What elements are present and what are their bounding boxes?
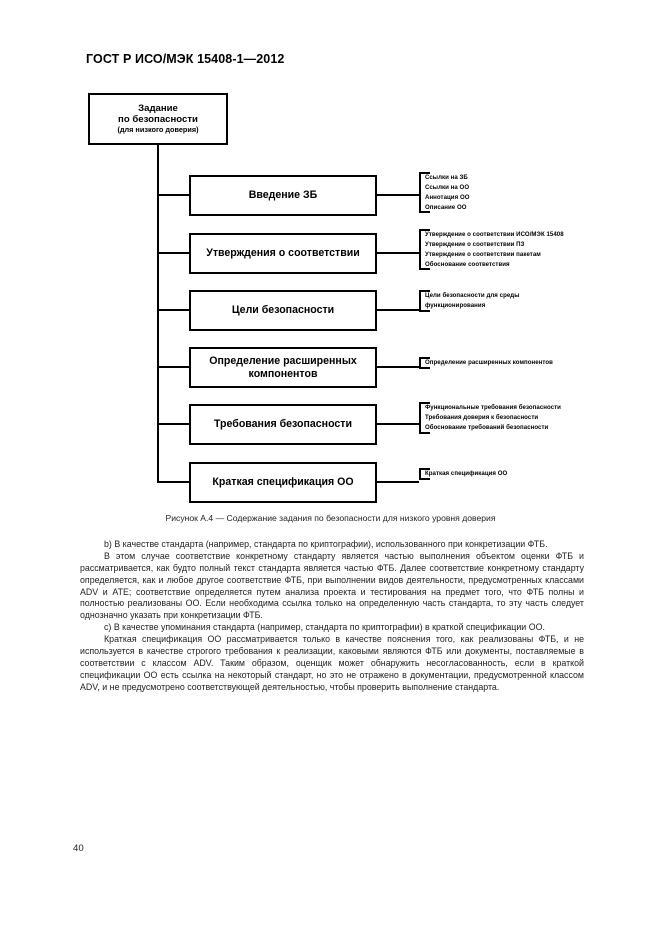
diagram-box-st-introduction: Введение ЗБ	[189, 175, 377, 216]
paragraph-item-b: b) В качестве стандарта (например, станд…	[104, 539, 548, 549]
diagram-connector-left-1	[157, 194, 189, 196]
diagram-trunk-line	[157, 145, 159, 483]
paragraph-item-c: c) В качестве упоминания стандарта (напр…	[104, 622, 545, 633]
diagram-box-conformance-claims: Утверждения о соответствии	[189, 233, 377, 274]
annotation-line: Ссылки на ОО	[425, 183, 470, 191]
diagram-connector-right-5	[377, 423, 419, 425]
diagram-connector-right-6	[377, 481, 419, 483]
diagram-box-security-objectives: Цели безопасности	[189, 290, 377, 331]
diagram-annotation-extended-components: Определение расширенных компонентов	[419, 357, 553, 369]
annotation-line: Требования доверия к безопасности	[425, 413, 539, 421]
diagram-connector-right-3	[377, 309, 419, 311]
annotation-tick-top	[421, 402, 430, 404]
diagram-box-security-target-line1: Задание	[138, 103, 178, 115]
diagram-connector-right-4	[377, 366, 419, 368]
annotation-line: Определение расширенных компонентов	[425, 359, 553, 366]
diagram-connector-left-4	[157, 366, 189, 368]
body-text-block: b) В качестве стандарта (например, станд…	[80, 539, 584, 694]
figure-caption: Рисунок А.4 — Содержание задания по безо…	[165, 513, 496, 523]
annotation-tick-top	[421, 172, 430, 174]
annotation-line: Утверждение о соответствии ПЗ	[425, 240, 525, 248]
annotation-line: функционирования	[425, 301, 486, 309]
annotation-tick-top	[421, 357, 430, 359]
annotation-tick-top	[421, 229, 430, 231]
diagram-annotation-conformance-claims: Утверждение о соответствии ИСО/МЭК 15408…	[419, 229, 564, 271]
page-number: 40	[73, 843, 84, 854]
annotation-line: Утверждение о соответствии пакетам	[425, 250, 541, 258]
page-header-standard-title: ГОСТ Р ИСО/МЭК 15408-1—2012	[86, 52, 285, 66]
annotation-line: Обоснование соответствия	[425, 260, 510, 268]
annotation-tick-bottom	[421, 309, 430, 312]
diagram-connector-left-3	[157, 309, 189, 311]
paragraph-body-c: Краткая спецификация ОО рассматривается …	[80, 634, 584, 692]
diagram-box-security-requirements: Требования безопасности	[189, 404, 377, 445]
diagram-box-security-target-line2: по безопасности	[118, 113, 198, 125]
annotation-line: Функциональные требования безопасности	[425, 404, 561, 411]
diagram-annotation-security-objectives: Цели безопасности для среды функциониров…	[419, 290, 519, 312]
annotation-line: Краткая спецификация ОО	[425, 470, 508, 477]
diagram-annotation-security-requirements: Функциональные требования безопасности Т…	[419, 402, 561, 434]
annotation-tick-bottom	[421, 268, 430, 271]
diagram-box-extended-components-definition-label: Определение расширенных компонентов	[209, 354, 357, 380]
figure-a4-diagram: Задание по безопасности (для низкого дов…	[0, 80, 661, 540]
annotation-tick-bottom	[421, 366, 430, 369]
annotation-tick-bottom	[421, 431, 430, 434]
annotation-tick-top	[421, 468, 430, 470]
diagram-box-extended-components-definition: Определение расширенных компонентов	[189, 347, 377, 388]
diagram-box-security-objectives-label: Цели безопасности	[231, 304, 335, 317]
annotation-line: Аннотация ОО	[425, 193, 470, 201]
diagram-connector-left-5	[157, 423, 189, 425]
annotation-tick-top	[421, 290, 430, 292]
annotation-tick-bottom	[421, 211, 430, 214]
annotation-tick-bottom	[421, 477, 430, 480]
diagram-connector-right-2	[377, 252, 419, 254]
paragraph-body-b: В этом случае соответствие конкретному с…	[80, 550, 584, 621]
diagram-annotation-st-introduction: Ссылки на ЗБ Ссылки на ОО Аннотация ОО О…	[419, 172, 470, 214]
diagram-box-security-requirements-label: Требования безопасности	[213, 418, 353, 431]
annotation-line: Ссылки на ЗБ	[425, 174, 468, 181]
diagram-box-conformance-claims-label: Утверждения о соответствии	[206, 247, 360, 260]
diagram-box-security-target: Задание по безопасности (для низкого дов…	[88, 93, 228, 145]
diagram-box-security-target-line3: (для низкого доверия)	[117, 124, 199, 134]
diagram-box-toe-summary-specification-label: Краткая спецификация ОО	[212, 476, 354, 489]
diagram-annotation-toe-summary-specification: Краткая спецификация ОО	[419, 468, 507, 480]
diagram-connector-left-2	[157, 252, 189, 254]
diagram-connector-left-6	[157, 481, 189, 483]
annotation-line: Обоснование требований безопасности	[425, 423, 549, 431]
annotation-line: Цели безопасности для среды	[425, 292, 520, 299]
diagram-box-st-introduction-label: Введение ЗБ	[248, 189, 318, 202]
diagram-connector-right-1	[377, 194, 419, 196]
diagram-box-toe-summary-specification: Краткая спецификация ОО	[189, 462, 377, 503]
annotation-line: Утверждение о соответствии ИСО/МЭК 15408	[425, 231, 564, 238]
annotation-line: Описание ОО	[425, 203, 467, 211]
